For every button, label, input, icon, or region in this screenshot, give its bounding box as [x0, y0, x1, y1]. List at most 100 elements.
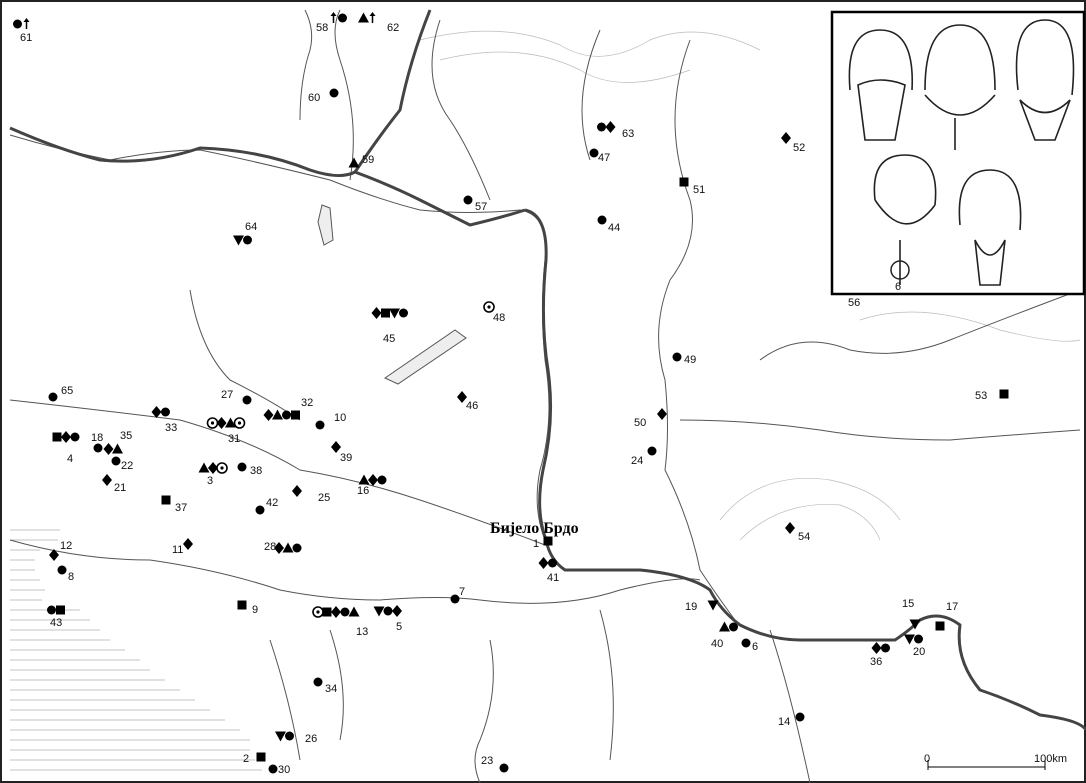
site-label: 20	[913, 646, 925, 658]
earring-3	[1015, 19, 1075, 96]
diamond-marker	[151, 406, 162, 418]
circle-marker	[377, 475, 387, 485]
down-triangle-marker	[373, 606, 385, 617]
site-label: 52	[793, 142, 805, 154]
site-label: 17	[946, 601, 958, 613]
site-label: 27	[221, 389, 233, 401]
site-21: 21	[102, 474, 126, 494]
circle-marker	[292, 543, 302, 553]
site-43: 43	[47, 605, 65, 629]
site-label: 12	[60, 540, 72, 552]
circle-marker	[285, 731, 294, 741]
square-marker	[543, 536, 553, 546]
circle-marker	[111, 456, 121, 466]
arrow-marker	[330, 12, 337, 23]
square-marker	[935, 621, 945, 631]
site-label: 13	[356, 626, 368, 638]
circle-marker	[161, 407, 170, 417]
earring-2	[924, 24, 996, 91]
diamond-marker	[371, 307, 382, 319]
site-3: 3	[198, 462, 228, 487]
site-label: 24	[631, 455, 643, 467]
site-10: 10	[315, 412, 346, 430]
circle-marker	[881, 643, 890, 653]
site-61: 61	[13, 18, 32, 44]
square-marker	[291, 410, 300, 420]
circle-marker	[93, 443, 103, 453]
site-38: 38	[237, 462, 262, 477]
circle-marker	[795, 712, 805, 722]
site-26: 26	[275, 731, 317, 745]
circle-marker	[282, 410, 291, 420]
site-label: 8	[68, 571, 74, 583]
site-34: 34	[313, 677, 337, 695]
site-58: 58	[316, 12, 347, 34]
triangle-marker	[348, 157, 360, 168]
square-marker	[52, 432, 62, 442]
circle-marker	[243, 235, 252, 245]
diamond-marker	[457, 391, 467, 403]
site-label: 7	[459, 586, 465, 598]
site-57: 57	[463, 195, 487, 213]
site-5: 5	[373, 605, 402, 633]
site-label: 35	[120, 430, 132, 442]
diamond-marker	[263, 409, 274, 421]
site-label: 38	[250, 465, 262, 477]
triangle-marker	[112, 443, 123, 454]
triangle-marker	[272, 409, 283, 420]
triangle-marker	[225, 417, 236, 428]
site-6: 6	[741, 638, 758, 653]
site-label: 62	[387, 22, 399, 34]
triangle-marker	[719, 621, 730, 632]
site-62: 62	[358, 12, 399, 34]
circle-marker	[47, 605, 56, 615]
ring-marker	[312, 606, 324, 618]
diamond-marker	[368, 474, 378, 486]
site-label: 32	[301, 397, 313, 409]
site-64: 64	[233, 221, 257, 246]
circle-marker	[399, 308, 408, 318]
site-label: 49	[684, 354, 696, 366]
site-label: 31	[228, 433, 240, 445]
site-label: 46	[466, 400, 478, 412]
site-40: 40	[711, 621, 738, 650]
down-triangle-marker	[909, 619, 921, 630]
scale-bar: 0 100km	[924, 753, 1067, 770]
circle-marker	[729, 622, 738, 632]
site-11: 11	[172, 538, 193, 556]
site-label: 34	[325, 683, 337, 695]
site-label: 22	[121, 460, 133, 472]
relief	[419, 30, 1081, 541]
site-35: 35	[103, 430, 132, 455]
site-39: 39	[331, 441, 352, 464]
site-label: 18	[91, 432, 103, 444]
site-59: 59	[348, 154, 374, 168]
circle-marker	[268, 764, 278, 774]
triangle-marker	[358, 12, 369, 23]
circle-marker	[589, 148, 599, 158]
site-22: 22	[111, 456, 133, 472]
circle-marker	[741, 638, 751, 648]
circle-marker	[237, 462, 247, 472]
circle-marker	[70, 432, 80, 442]
ring-marker	[206, 417, 219, 429]
site-49: 49	[672, 352, 696, 366]
site-46: 46	[457, 391, 478, 412]
square-marker	[256, 752, 266, 762]
circle-marker	[597, 122, 606, 132]
site-20: 20	[904, 634, 925, 658]
site-8: 8	[57, 565, 74, 583]
circle-marker	[383, 606, 393, 616]
map-title: Бијело Брдо	[490, 520, 579, 537]
earring-inset: 6	[830, 10, 1086, 296]
down-triangle-marker	[389, 308, 400, 319]
triangle-marker	[358, 474, 370, 485]
site-33: 33	[151, 406, 177, 434]
circle-marker	[463, 195, 473, 205]
site-label: 58	[316, 22, 328, 34]
site-28: 28	[264, 541, 302, 554]
square-marker	[161, 495, 171, 505]
circle-marker	[13, 19, 22, 29]
site-54: 54	[785, 522, 810, 543]
